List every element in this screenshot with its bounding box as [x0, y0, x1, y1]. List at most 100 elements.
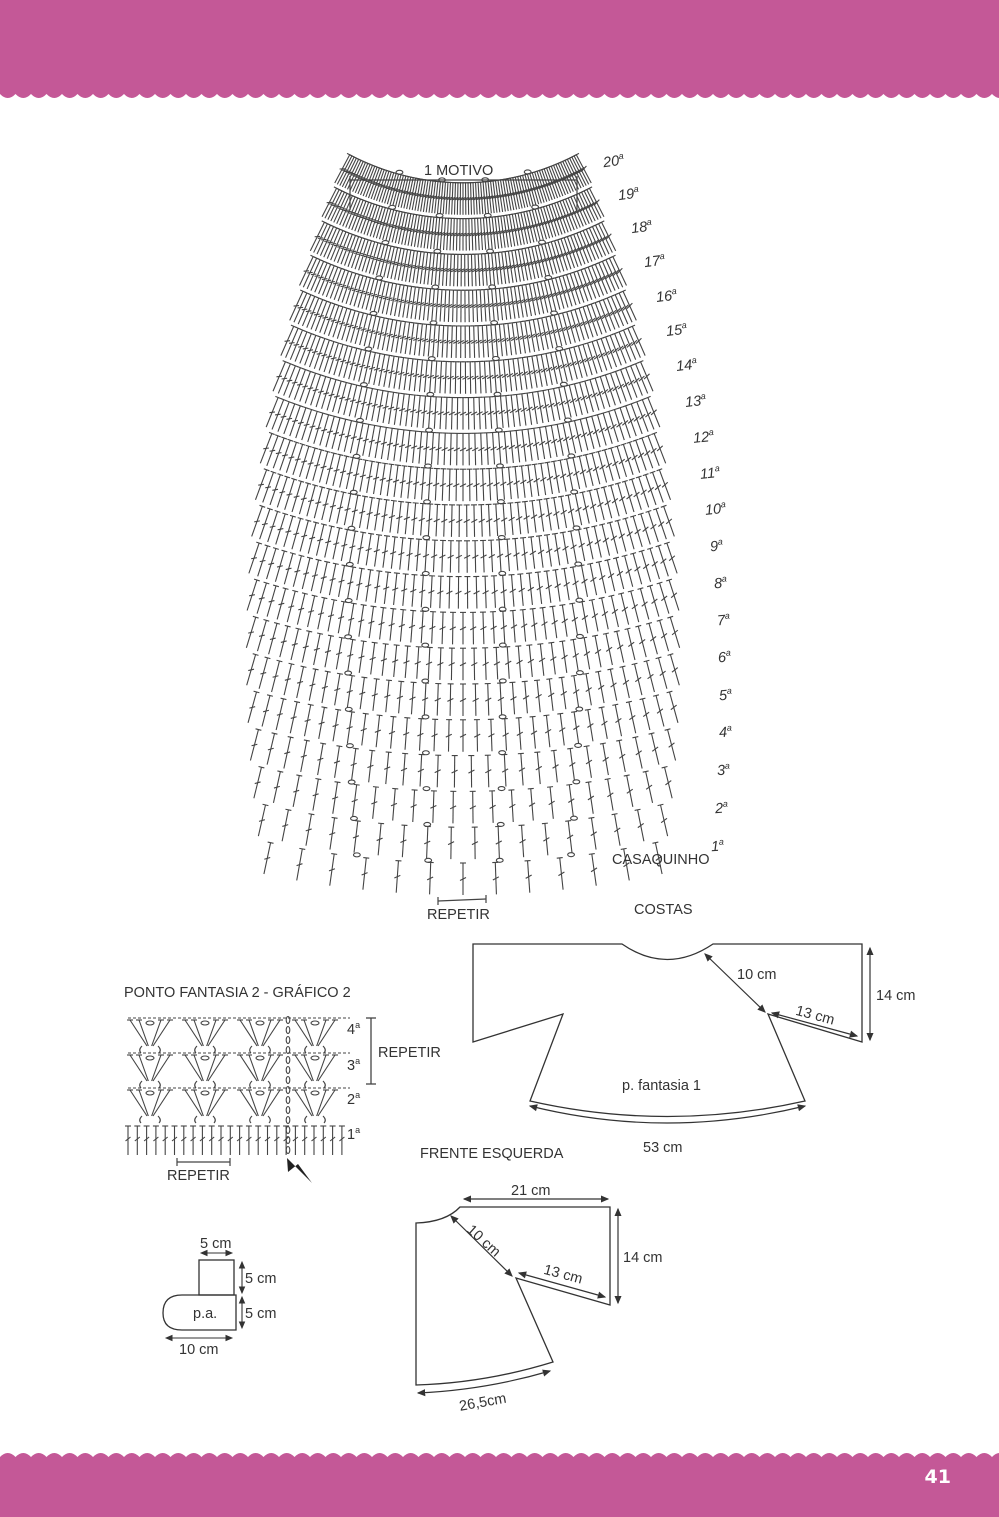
stitch-tick [529, 550, 537, 556]
stitch-tick [665, 518, 673, 525]
stitch-tick [303, 572, 310, 575]
stitch-tick [282, 454, 288, 457]
stitch-tick [609, 271, 616, 278]
stitch-tick [453, 339, 460, 344]
stitch-cap [550, 496, 557, 499]
stitch-tick [386, 224, 393, 227]
stitch-tick [547, 692, 555, 698]
stitch-tick [475, 232, 482, 237]
stitch-cap [577, 418, 584, 421]
stitch-tick [281, 377, 288, 380]
stitch-cap [513, 393, 520, 396]
stitch-cap [331, 816, 338, 819]
stitch-tick [404, 336, 411, 340]
stitch-cap [277, 473, 284, 477]
stitch-tick [538, 258, 546, 264]
stitch-tick [429, 446, 436, 451]
stitch-tick [363, 254, 370, 258]
stitch-tick [567, 508, 575, 514]
fan-row [259, 431, 667, 502]
stitch-tick [339, 1136, 345, 1142]
stitch-tick [404, 444, 412, 449]
stitch-cap [312, 446, 319, 450]
stitch-tick [368, 181, 375, 184]
stitch-tick [392, 225, 399, 229]
stitch-tick [465, 196, 472, 201]
stitch-tick [607, 349, 615, 355]
stitch-tick [580, 395, 588, 401]
stitch-cap [336, 416, 344, 420]
stitch-tick [363, 291, 370, 295]
stitch-tick [414, 553, 421, 557]
stitch-tick [552, 254, 560, 260]
stitch-chart-2 [125, 1015, 350, 1155]
stitch-tick [432, 231, 439, 236]
chain-stitch [285, 1135, 291, 1145]
stitch-tick [478, 195, 485, 201]
stitch-tick [282, 824, 289, 827]
stitch-tick [516, 659, 523, 665]
stitch-mark [138, 1019, 149, 1047]
stitch-cap [579, 491, 586, 494]
stitch-cap [630, 552, 637, 555]
stitch-cap [362, 459, 369, 462]
stitch-tick [472, 554, 479, 559]
chain-stitch [422, 535, 431, 541]
stitch-tick [575, 284, 583, 291]
stitch-tick [518, 587, 526, 593]
stitch-tick [435, 195, 443, 200]
stitch-tick [365, 547, 372, 552]
fan-row-number: 17 [643, 253, 662, 272]
stitch-cap [375, 461, 382, 464]
stitch-tick [435, 446, 442, 451]
chain-stitch [285, 1125, 291, 1135]
stitch-tick [439, 339, 447, 344]
stitch-tick [473, 196, 480, 201]
stitch-tick [614, 827, 621, 833]
stitch-tick [521, 298, 528, 304]
stitch-tick [422, 374, 430, 378]
chain-stitch [310, 1055, 320, 1061]
stitch-tick [562, 545, 569, 551]
stitch-cap [374, 388, 381, 391]
stitch-cap [383, 498, 390, 501]
stitch-tick [436, 267, 444, 272]
stitch-tick [569, 398, 577, 404]
stitch-cap [305, 482, 312, 485]
stitch-cap [299, 847, 306, 850]
stitch-tick [143, 1136, 150, 1142]
stitch-tick [301, 460, 308, 463]
stitch-tick [307, 349, 314, 352]
stitch-tick [583, 281, 590, 288]
stitch-cap [294, 700, 301, 704]
stitch-tick [470, 518, 478, 523]
stitch-cap [389, 427, 396, 430]
stitch-tick [401, 588, 408, 592]
stitch-tick [554, 327, 562, 334]
stitch-tick [618, 458, 626, 465]
stitch-cap [607, 371, 614, 375]
stitch-tick [268, 562, 275, 565]
chain-stitch [425, 427, 434, 433]
stitch-tick [486, 267, 493, 272]
stitch-tick [465, 411, 472, 416]
stitch-cap [297, 517, 304, 520]
stitch-tick [442, 375, 449, 380]
stitch-tick [439, 626, 446, 631]
ordinal-suffix: a [355, 1125, 361, 1135]
stitch-cap [287, 362, 294, 366]
stitch-cap [512, 465, 519, 468]
stitch-cap [307, 369, 314, 373]
chain-stitch [496, 463, 504, 469]
stitch-tick [656, 708, 664, 714]
stitch-tick [289, 342, 295, 344]
chain-stitch [491, 355, 500, 362]
stitch-tick [218, 1136, 224, 1142]
ordinal-suffix: a [717, 536, 724, 547]
stitch-cap [412, 502, 419, 504]
stitch-cap [302, 406, 309, 410]
stitch-mark [316, 1089, 327, 1117]
stitch-cap [262, 803, 269, 807]
stitch-tick [515, 408, 522, 413]
chain-stitch [285, 1145, 291, 1155]
